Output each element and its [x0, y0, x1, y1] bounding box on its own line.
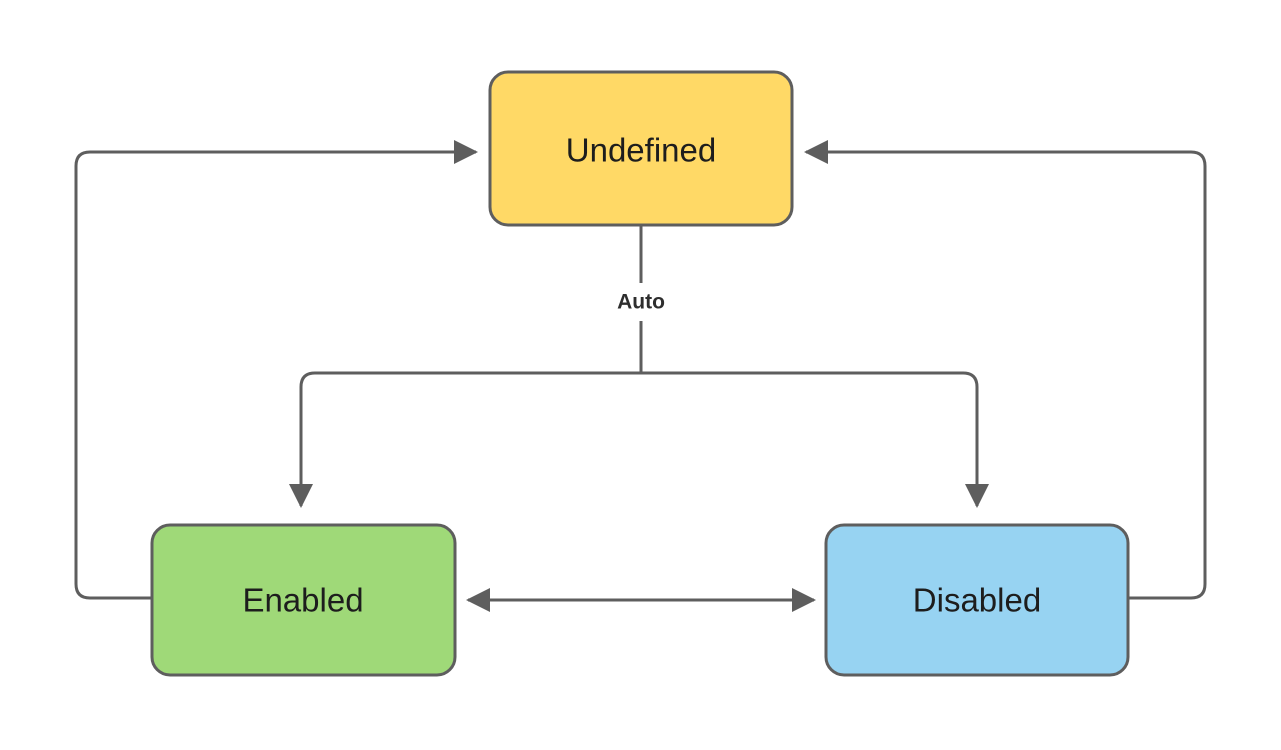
edge-label-auto: Auto [595, 283, 687, 321]
edge-enabled-to-undefined[interactable] [74, 140, 478, 600]
state-node-enabled[interactable]: Enabled [150, 523, 457, 677]
edge-path-auto-to-disabled [641, 371, 989, 508]
edge-label-auto-background [595, 283, 687, 321]
edge-auto-fork[interactable] [289, 225, 989, 508]
edge-path-auto-to-enabled [289, 371, 641, 508]
state-node-undefined[interactable]: Undefined [488, 70, 794, 227]
edge-path-enabled-undefined [74, 140, 478, 600]
state-node-disabled-shape [824, 523, 1130, 677]
state-node-disabled[interactable]: Disabled [824, 523, 1130, 677]
edge-path-disabled-undefined [804, 140, 1207, 600]
state-node-undefined-shape [488, 70, 794, 227]
state-node-enabled-shape [150, 523, 457, 677]
edge-disabled-to-undefined[interactable] [804, 140, 1207, 600]
